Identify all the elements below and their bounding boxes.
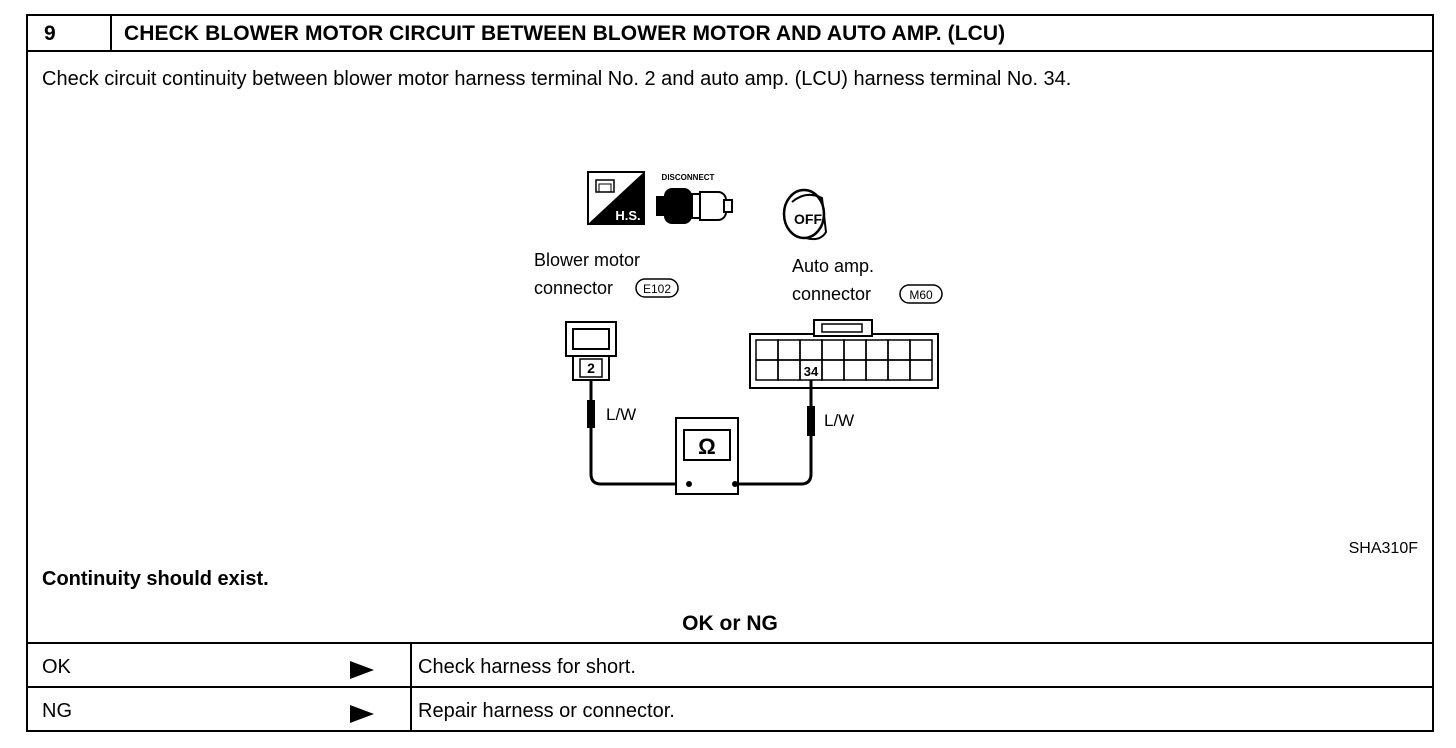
blower-motor-connector: 2 <box>565 321 617 381</box>
ohm-symbol: Ω <box>698 434 716 459</box>
arrow-right-icon <box>350 661 374 679</box>
arrow-right-icon <box>350 705 374 723</box>
procedure-sheet: 9 CHECK BLOWER MOTOR CIRCUIT BETWEEN BLO… <box>26 14 1434 732</box>
blower-connector-code: E102 <box>643 282 671 296</box>
auto-amp-connector-label: Auto amp. <box>792 256 874 276</box>
ohmmeter: Ω <box>675 417 739 495</box>
blower-terminal-number: 2 <box>587 360 595 376</box>
ignition-off-label: OFF <box>794 211 822 227</box>
instruction-text: Check circuit continuity between blower … <box>42 68 1072 90</box>
header-rule <box>28 50 1432 52</box>
disconnect-icon: DISCONNECT <box>656 173 733 224</box>
step-title: CHECK BLOWER MOTOR CIRCUIT BETWEEN BLOWE… <box>124 22 1006 45</box>
result-action: Repair harness or connector. <box>418 700 675 722</box>
auto-amp-connector-label-2: connector <box>792 284 871 304</box>
circuit-diagram: H.S. DISCONNECT OFF Blower motor connect… <box>534 171 943 495</box>
header-divider <box>110 16 112 50</box>
hs-label: H.S. <box>615 208 640 223</box>
blower-wire-color: L/W <box>606 405 636 424</box>
auto-amp-terminal-number: 34 <box>804 364 819 379</box>
figure-reference: SHA310F <box>1348 540 1418 557</box>
result-status: NG <box>42 700 72 722</box>
results-mid-rule <box>28 686 1432 688</box>
results-top-rule <box>28 642 1432 644</box>
auto-amp-connector-code: M60 <box>909 288 933 302</box>
blower-connector-label-2: connector <box>534 278 613 298</box>
result-action: Check harness for short. <box>418 656 636 678</box>
disconnect-label: DISCONNECT <box>662 173 715 182</box>
result-status: OK <box>42 656 71 678</box>
expected-result: Continuity should exist. <box>42 568 269 590</box>
auto-amp-wire-color: L/W <box>824 411 854 430</box>
step-number: 9 <box>44 22 56 45</box>
results-divider <box>410 642 412 730</box>
blower-connector-label: Blower motor <box>534 250 640 270</box>
harness-side-icon: H.S. <box>587 171 645 225</box>
connector-cavity <box>909 359 933 381</box>
decision-label: OK or NG <box>682 612 778 635</box>
ignition-off-icon: OFF <box>782 188 828 241</box>
auto-amp-connector: 34 <box>749 319 939 389</box>
